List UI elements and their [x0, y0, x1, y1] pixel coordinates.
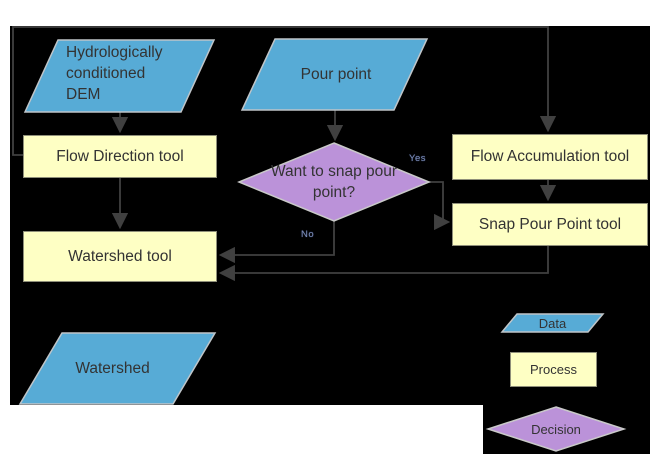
node-dem-label: Hydrologically conditioned DEM: [66, 44, 163, 103]
node-flow-direction: Flow Direction tool: [23, 135, 217, 178]
node-flow-accumulation: Flow Accumulation tool: [452, 134, 648, 180]
legend-process-item: Process: [510, 352, 597, 387]
branch-yes-label: Yes: [409, 153, 426, 164]
node-flow-accumulation-label: Flow Accumulation tool: [470, 148, 630, 165]
node-snap-pour-point: Snap Pour Point tool: [452, 203, 648, 246]
legend-decision-label: Decision: [531, 421, 581, 437]
node-snap-decision-label: Want to snap pour point?: [270, 163, 398, 201]
legend-data-label: Data: [538, 315, 567, 331]
node-snap-pour-point-label: Snap Pour Point tool: [478, 215, 622, 233]
node-watershed-tool-label: Watershed tool: [68, 247, 172, 265]
node-watershed-tool: Watershed tool: [23, 231, 217, 282]
legend-process-label: Process: [530, 362, 577, 377]
node-pour-point-label: Pour point: [300, 66, 372, 83]
branch-no-label: No: [301, 229, 315, 240]
node-watershed-output-label: Watershed: [75, 360, 150, 377]
node-flow-direction-label: Flow Direction tool: [56, 147, 184, 165]
